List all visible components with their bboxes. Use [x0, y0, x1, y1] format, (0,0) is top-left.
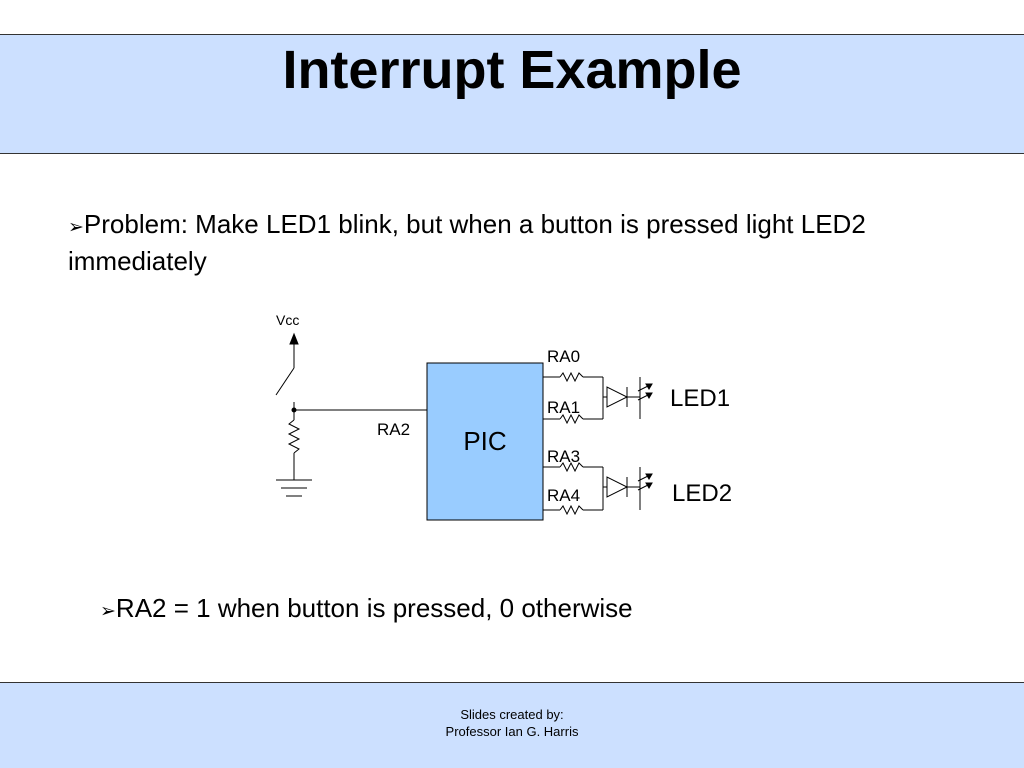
ra3-label: RA3: [547, 447, 580, 466]
led2-ray-arrow-icon: [645, 473, 653, 480]
footer-credit: Slides created by: Professor Ian G. Harr…: [0, 706, 1024, 740]
bullet-problem-text: Problem: Make LED1 blink, but when a but…: [68, 209, 866, 276]
bullet-arrow-icon: ➢: [100, 600, 116, 622]
ra2-label: RA2: [377, 420, 410, 439]
resistor-ra1: [559, 413, 584, 425]
resistor-ra4: [559, 504, 584, 516]
led2-ray-arrow-icon: [645, 482, 653, 489]
pulldown-resistor: [287, 419, 301, 454]
led2-diode: [606, 476, 629, 498]
led1-diode: [606, 386, 629, 408]
footer-line1: Slides created by:: [460, 707, 564, 722]
vcc-label: Vcc: [276, 312, 299, 328]
footer-line2: Professor Ian G. Harris: [445, 724, 579, 739]
title-bar: [0, 34, 1024, 154]
resistor-ra3: [559, 461, 584, 473]
vcc-arrow-icon: [289, 332, 299, 345]
resistor-ra0: [559, 371, 584, 383]
ra1-label: RA1: [547, 398, 580, 417]
slide-title: Interrupt Example: [282, 40, 742, 100]
pic-chip: [426, 362, 544, 521]
switch-lever: [275, 367, 295, 396]
ra4-label: RA4: [547, 486, 580, 505]
led1-ray-arrow-icon: [645, 383, 653, 390]
bullet-ra2-text: RA2 = 1 when button is pressed, 0 otherw…: [115, 593, 633, 623]
bullet-problem: ➢Problem: Make LED1 blink, but when a bu…: [68, 207, 968, 278]
footer-bar: [0, 682, 1024, 768]
led1-label: LED1: [670, 385, 730, 412]
ra0-label: RA0: [547, 347, 580, 366]
bullet-arrow-icon: ➢: [68, 216, 84, 238]
led2-label: LED2: [672, 480, 732, 507]
led1-ray-arrow-icon: [645, 392, 653, 399]
pic-label: PIC: [463, 426, 506, 456]
bullet-ra2-note: ➢RA2 = 1 when button is pressed, 0 other…: [100, 591, 900, 628]
